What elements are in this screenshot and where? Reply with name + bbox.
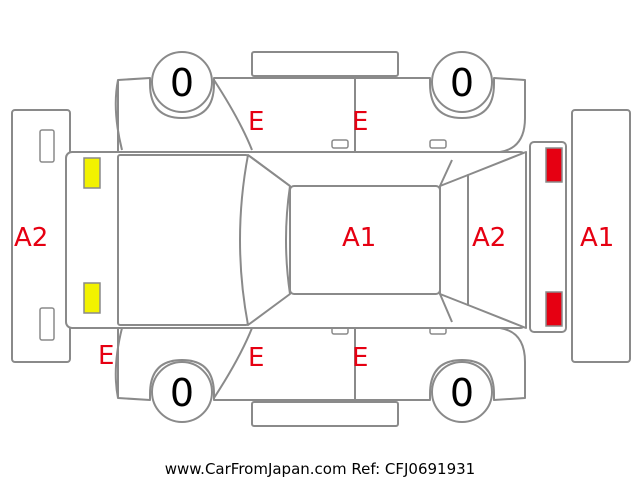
windshield [239,154,291,326]
tire-rear-right: 0 [431,361,493,423]
tire-rear-left-value: 0 [450,61,474,105]
mark-roof: A1 [342,223,376,253]
mark-front-left-fender: E [98,341,114,371]
rear-glass [439,174,469,306]
rear-bumper [571,109,631,363]
mark-rear-bumper: A1 [580,223,614,253]
trunk [467,151,527,329]
mark-rear-left-door-bottom: E [352,343,368,373]
rear-lamp-bottom [545,291,563,327]
tire-front-left: 0 [151,51,213,113]
mark-rear-glass: A2 [472,223,506,253]
front-lamp-top [83,157,101,189]
tire-front-left-value: 0 [170,61,194,105]
front-lamp-bottom [83,282,101,314]
tire-rear-right-value: 0 [450,371,474,415]
tire-rear-left: 0 [431,51,493,113]
tire-front-right: 0 [151,361,213,423]
tire-front-right-value: 0 [170,371,194,415]
mark-front-left-door-bottom: E [248,343,264,373]
mark-rear-left-door-top: E [352,107,368,137]
footer-reference: www.CarFromJapan.com Ref: CFJ0691931 [165,460,475,478]
top-side-body [114,51,526,156]
mark-front-bumper: A2 [14,223,48,253]
mark-front-left-door-top: E [248,107,264,137]
top-view-body [65,141,567,333]
rear-lamp-top [545,147,563,183]
